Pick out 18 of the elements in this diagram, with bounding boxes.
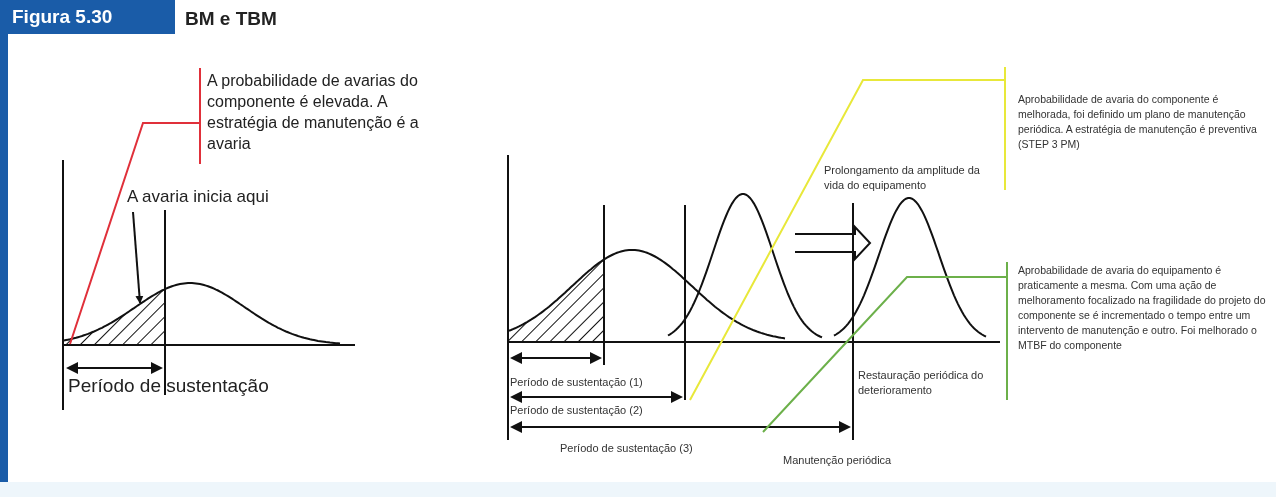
arrow [132,211,144,304]
callout-text: Aprobabilidade de avaria do componente é melhorada, foi definido um plano de manutenção periódica. A estratégia de manutenção é preventiva (STEP 3 PM) [1018,92,1270,152]
figure-title: BM e TBM [185,7,277,31]
leader-line [69,67,201,345]
annotation-text: Manutenção periódica [783,453,893,468]
period-label: Período de sustentação [68,374,270,398]
annotation-text: Prolongamento da amplitude da vida do equipamento [824,163,981,193]
callout-text: A avaria inicia aqui [127,186,297,207]
callout-text: A probabilidade de avarias do componente é elevada. A estratégia de manutenção é a avaria [207,70,432,154]
annotation-text: Restauração periódica do deterioramento [858,368,985,398]
period-label: Período de sustentação (1) [510,375,644,390]
hatched-area [64,289,165,345]
figure-number-badge: Figura 5.30 [0,0,175,34]
period-label: Período de sustentação (3) [560,441,694,456]
leader-line [762,261,1008,433]
period-label: Período de sustentação (2) [510,403,644,418]
callout-text: Aprobabilidade de avaria do equipamento é praticamente a mesma. Com uma ação de melhoramento focalizado na fragilidade do projeto do componente se é incrementado o tempo entre um intervento de manutenção e outro. Foi melhorado o MTBF do componente [1018,263,1270,353]
leader-line [689,66,1006,401]
